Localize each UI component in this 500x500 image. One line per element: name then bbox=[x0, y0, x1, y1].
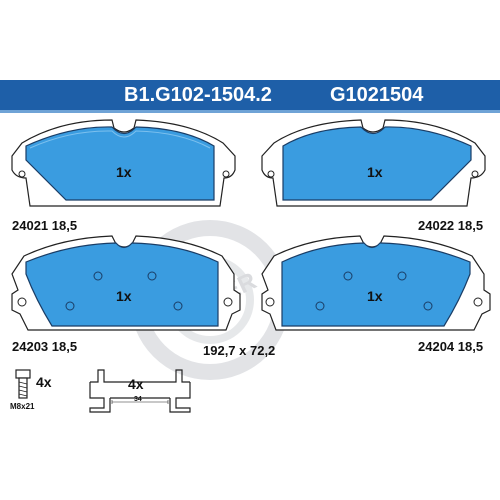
pad-qty-bottom-right: 1x bbox=[367, 288, 383, 304]
bolt-icon bbox=[15, 369, 31, 399]
brake-pad-top-right bbox=[261, 119, 486, 207]
dimensions-label: 192,7 x 72,2 bbox=[203, 343, 276, 358]
brake-pad-bottom-left bbox=[11, 235, 241, 331]
product-code: G1021504 bbox=[330, 84, 424, 106]
pad-qty-top-left: 1x bbox=[116, 164, 132, 180]
part-number: B1.G102-1504.2 bbox=[124, 84, 272, 106]
bolt-qty: 4x bbox=[36, 374, 52, 390]
pad-label-bottom-right: 24204 18,5 bbox=[418, 339, 484, 354]
pad-label-top-right: 24022 18,5 bbox=[418, 218, 484, 233]
bolt-size: M8x21 bbox=[10, 402, 35, 411]
clip-width: 34 bbox=[134, 396, 142, 403]
clip-icon bbox=[89, 369, 191, 413]
pad-qty-bottom-left: 1x bbox=[116, 288, 132, 304]
clip-qty: 4x bbox=[128, 376, 144, 392]
pad-label-top-left: 24021 18,5 bbox=[12, 218, 78, 233]
brake-pad-bottom-right bbox=[261, 235, 491, 331]
pad-label-bottom-left: 24203 18,5 bbox=[12, 339, 78, 354]
header-bar bbox=[0, 80, 500, 110]
pad-qty-top-right: 1x bbox=[367, 164, 383, 180]
brake-pad-top-left bbox=[11, 119, 236, 207]
